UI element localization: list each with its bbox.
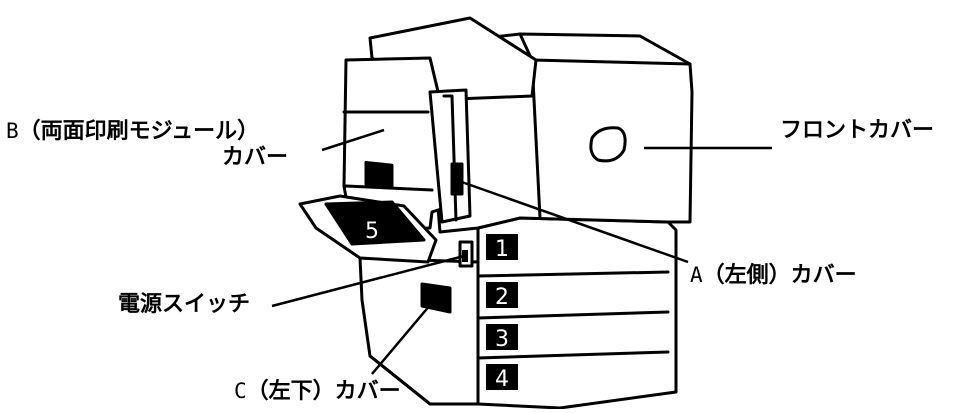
tray-badges: 1 2 3 4 5 [365,219,518,392]
label-c-cover: C（左下）カバー [234,378,401,405]
label-b-text: （両面印刷モジュール） [18,119,260,144]
tray-2-label: 2 [495,285,509,310]
tray-3-label: 3 [495,327,509,352]
label-a-cover: A（左側）カバー [690,262,857,289]
label-b-prefix: B [6,119,19,143]
bypass-tray-label: 5 [365,219,379,244]
label-b-cover: B（両面印刷モジュール） [6,118,259,145]
leader-power-switch [271,254,465,308]
label-a-prefix: A [690,263,703,287]
tray-4-badge [486,364,518,390]
label-power-switch: 電源スイッチ [118,292,251,317]
tray-1-label: 1 [495,237,509,262]
tray-4-label: 4 [495,367,509,392]
label-c-text: （左下）カバー [246,379,401,404]
tray-1-badge [486,234,518,260]
label-a-text: （左側）カバー [702,263,857,288]
leader-c-cover [371,297,437,375]
leader-b-cover [321,128,385,152]
tray-2-badge [486,282,518,308]
label-b-cover-line2: カバー [222,145,289,170]
duplex-handle [364,160,394,189]
label-c-prefix: C [234,379,247,403]
label-front-cover: フロントカバー [780,118,935,143]
front-cover-handle [589,126,627,163]
tray-3-badge [486,324,518,350]
leader-a-cover [455,178,689,264]
